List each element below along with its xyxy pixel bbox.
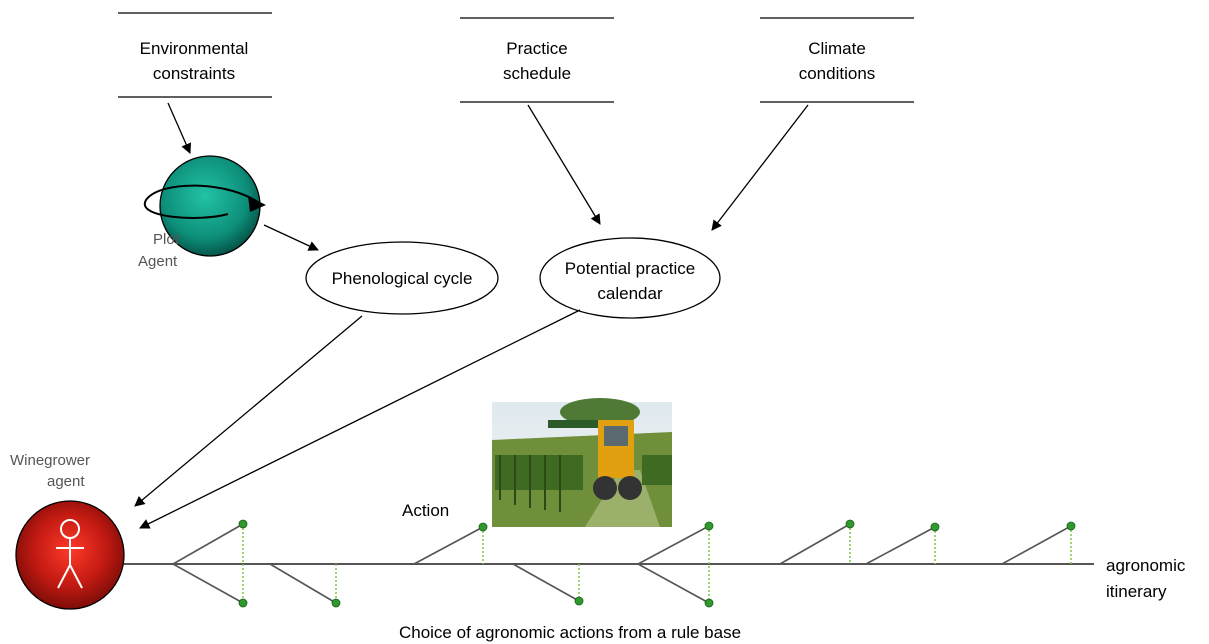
timeline: Action agronomic itinerary Choice of agr… bbox=[124, 501, 1186, 642]
action-node bbox=[704, 598, 714, 608]
climate-line1: Climate bbox=[808, 39, 866, 58]
process-phenological-cycle: Phenological cycle bbox=[305, 241, 499, 315]
action-node bbox=[1066, 521, 1076, 531]
itinerary-line1: agronomic bbox=[1106, 556, 1186, 575]
phenological-label: Phenological cycle bbox=[332, 269, 473, 288]
data-store-climate: Climate conditions bbox=[760, 17, 914, 103]
action-node bbox=[238, 598, 248, 608]
calendar-line2: calendar bbox=[597, 284, 663, 303]
practice-line2: schedule bbox=[503, 64, 571, 83]
calendar-line1: Potential practice bbox=[565, 259, 695, 278]
action-node bbox=[704, 521, 714, 531]
action-label: Action bbox=[402, 501, 449, 520]
data-store-practice: Practice schedule bbox=[460, 17, 614, 103]
climate-line2: conditions bbox=[799, 64, 876, 83]
action-node bbox=[574, 596, 584, 606]
action-node bbox=[331, 598, 341, 608]
plot-agent-line1: Plot bbox=[153, 231, 180, 248]
action-node bbox=[930, 522, 940, 532]
winegrower-agent: Winegrower agent bbox=[10, 452, 125, 610]
environmental-line1: Environmental bbox=[140, 39, 249, 58]
environmental-line2: constraints bbox=[153, 64, 235, 83]
plot-agent-line2: Agent bbox=[138, 253, 178, 270]
connector-arrows bbox=[134, 102, 809, 529]
action-node bbox=[845, 519, 855, 529]
action-node bbox=[478, 522, 488, 532]
data-store-environmental: Environmental constraints bbox=[118, 12, 272, 98]
practice-line1: Practice bbox=[506, 39, 567, 58]
winegrower-line1: Winegrower bbox=[10, 452, 90, 469]
timeline-caption: Choice of agronomic actions from a rule … bbox=[399, 623, 741, 642]
winegrower-line2: agent bbox=[47, 473, 85, 490]
plot-agent: Plot Agent bbox=[138, 155, 266, 270]
person-icon bbox=[56, 519, 84, 589]
process-practice-calendar: Potential practice calendar bbox=[539, 237, 721, 319]
action-node bbox=[238, 519, 248, 529]
itinerary-line2: itinerary bbox=[1106, 582, 1167, 601]
vineyard-tractor-photo bbox=[492, 398, 672, 527]
